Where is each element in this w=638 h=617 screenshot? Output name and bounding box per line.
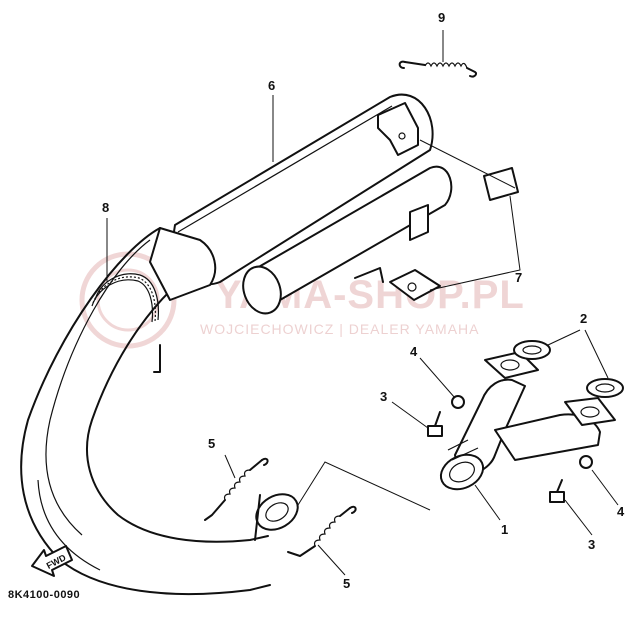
callout-2: 2	[580, 311, 587, 326]
callout-4-upper: 4	[410, 344, 418, 359]
callout-7: 7	[515, 270, 522, 285]
nut-left	[451, 395, 465, 409]
leader-lines	[106, 30, 619, 576]
bolt-left	[427, 425, 443, 437]
callout-6: 6	[268, 78, 275, 93]
bolt-right	[549, 491, 565, 503]
spring-top	[398, 60, 478, 78]
muffler-bracket	[377, 102, 429, 241]
watermark-subtitle: WOJCIECHOWICZ | DEALER YAMAHA	[200, 321, 479, 337]
pipe-band-spring	[91, 273, 161, 373]
damper-pad	[354, 167, 519, 301]
callout-3-lower: 3	[588, 537, 595, 552]
callout-3-upper: 3	[380, 389, 387, 404]
spring-lower-left	[204, 457, 269, 521]
exhaust-joint	[439, 351, 616, 491]
gaskets	[513, 340, 624, 398]
callouts: 9 6 8 7 2 4 3 5 1 4 3 5	[102, 10, 625, 591]
callout-5-upper: 5	[208, 436, 215, 451]
callout-9: 9	[438, 10, 445, 25]
callout-1: 1	[501, 522, 508, 537]
nut-right	[579, 455, 593, 469]
muffler	[149, 93, 453, 315]
callout-8: 8	[102, 200, 109, 215]
callout-4-lower: 4	[617, 504, 625, 519]
fasteners	[427, 395, 593, 503]
spring-lower-right	[287, 505, 357, 557]
diagram-code: 8K4100-0090	[8, 589, 80, 601]
callout-5-lower: 5	[343, 576, 350, 591]
